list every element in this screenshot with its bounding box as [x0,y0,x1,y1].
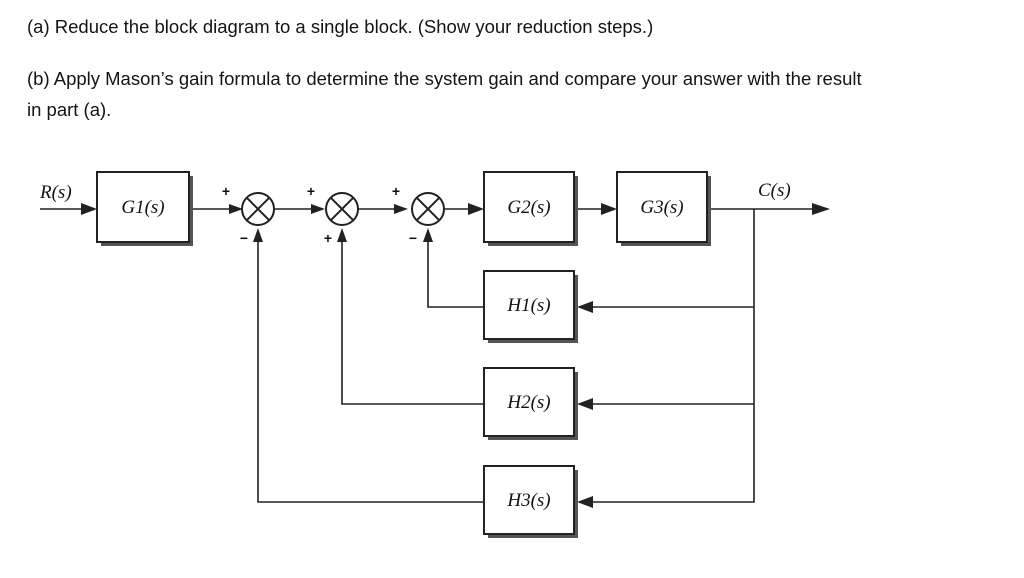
wire-h1-return [427,240,484,308]
wire-h2-return [341,240,484,405]
block-h1-label: H1(s) [506,295,550,316]
arrow-into-g1 [81,203,97,215]
arrow-into-sj1-bottom [253,228,263,242]
arrow-into-g2 [468,203,484,215]
arrow-into-sj3-bottom [423,228,433,242]
block-g3: G3(s) [616,171,711,246]
summing-junction-2: + + [307,183,359,246]
summing-junction-2-bottom-sign: + [324,230,332,246]
arrow-into-sj2-bottom [337,228,347,242]
summing-junction-2-top-sign: + [307,183,315,199]
output-signal-label: C(s) [758,180,791,201]
block-g2-label: G2(s) [507,197,550,218]
arrow-into-g3 [601,203,617,215]
input-signal-label: R(s) [39,182,72,203]
arrow-into-h3 [577,496,593,508]
arrow-into-sj3 [394,204,408,214]
block-g1: G1(s) [96,171,193,246]
question-part-b-continued: in part (a). [27,99,112,120]
arrow-into-sj1 [229,204,243,214]
signal-wires [40,208,820,503]
summing-junction-3-bottom-sign: − [409,230,417,246]
summing-junction-3-top-sign: + [392,183,400,199]
summing-junction-1-top-sign: + [222,183,230,199]
question-part-a: (a) Reduce the block diagram to a single… [27,16,654,37]
wire-h2-feedback [588,307,755,405]
summing-junction-1-bottom-sign: − [240,230,248,246]
arrowheads [81,203,830,508]
wire-h3-feedback [588,404,755,503]
arrow-into-h2 [577,398,593,410]
block-h2: H2(s) [483,367,578,440]
block-g3-label: G3(s) [640,197,683,218]
block-g1-label: G1(s) [121,197,164,218]
question-part-b: (b) Apply Mason’s gain formula to determ… [27,68,862,89]
arrow-output [812,203,830,215]
arrow-into-sj2 [311,204,325,214]
block-h3: H3(s) [483,465,578,538]
wire-h3-return [257,240,484,503]
summing-junction-1: + − [222,183,275,246]
block-g2: G2(s) [483,171,578,246]
arrow-into-h1 [577,301,593,313]
block-h1: H1(s) [483,270,578,343]
block-h2-label: H2(s) [506,392,550,413]
block-h3-label: H3(s) [506,490,550,511]
summing-junction-3: + − [392,183,445,246]
